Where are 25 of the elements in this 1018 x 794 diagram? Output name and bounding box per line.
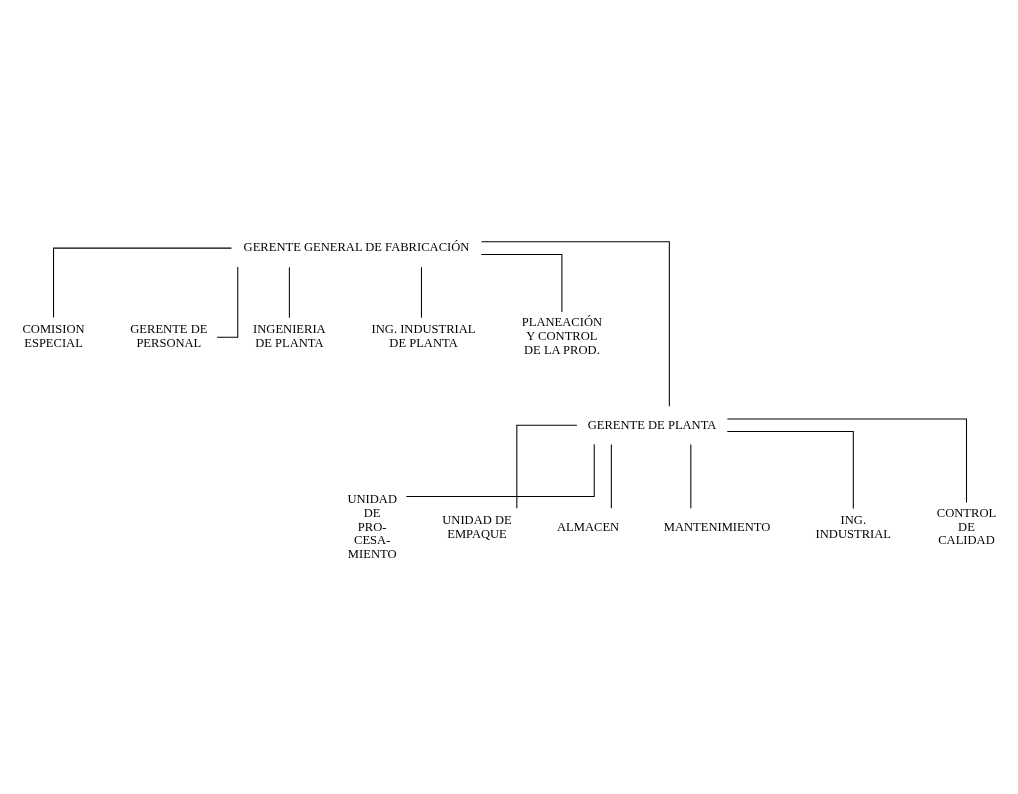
connector bbox=[726, 417, 967, 503]
node-text: MANTENIMIENTO bbox=[663, 519, 770, 534]
connector bbox=[288, 266, 290, 318]
node-text: PLANEACIÓN Y CONTROL DE LA PROD. bbox=[521, 314, 602, 357]
node-text: UNIDAD DE EMPAQUE bbox=[441, 512, 512, 541]
connector bbox=[689, 443, 691, 509]
node-text: GERENTE DE PERSONAL bbox=[129, 321, 207, 350]
connector bbox=[515, 424, 577, 509]
node-text: CONTROL DE CALIDAD bbox=[936, 505, 996, 547]
connector bbox=[420, 266, 422, 318]
node-text: ING. INDUSTRIAL DE PLANTA bbox=[371, 321, 476, 350]
connector bbox=[405, 443, 595, 497]
node-text: INGENIERIA DE PLANTA bbox=[252, 321, 326, 350]
node-text: UNIDAD DE PRO- CESA- MIENTO bbox=[346, 491, 397, 561]
node-text: ALMACEN bbox=[556, 519, 619, 534]
connector bbox=[52, 247, 232, 318]
connector bbox=[480, 240, 670, 407]
node-text: GERENTE DE PLANTA bbox=[587, 417, 716, 432]
connector bbox=[480, 253, 562, 313]
connector bbox=[726, 430, 854, 509]
connector bbox=[610, 443, 612, 509]
connector bbox=[216, 266, 238, 338]
node-text: ING. INDUSTRIAL bbox=[815, 512, 891, 541]
node-text: COMISION ESPECIAL bbox=[21, 321, 85, 350]
node-text: GERENTE GENERAL DE FABRICACIÓN bbox=[243, 239, 469, 254]
